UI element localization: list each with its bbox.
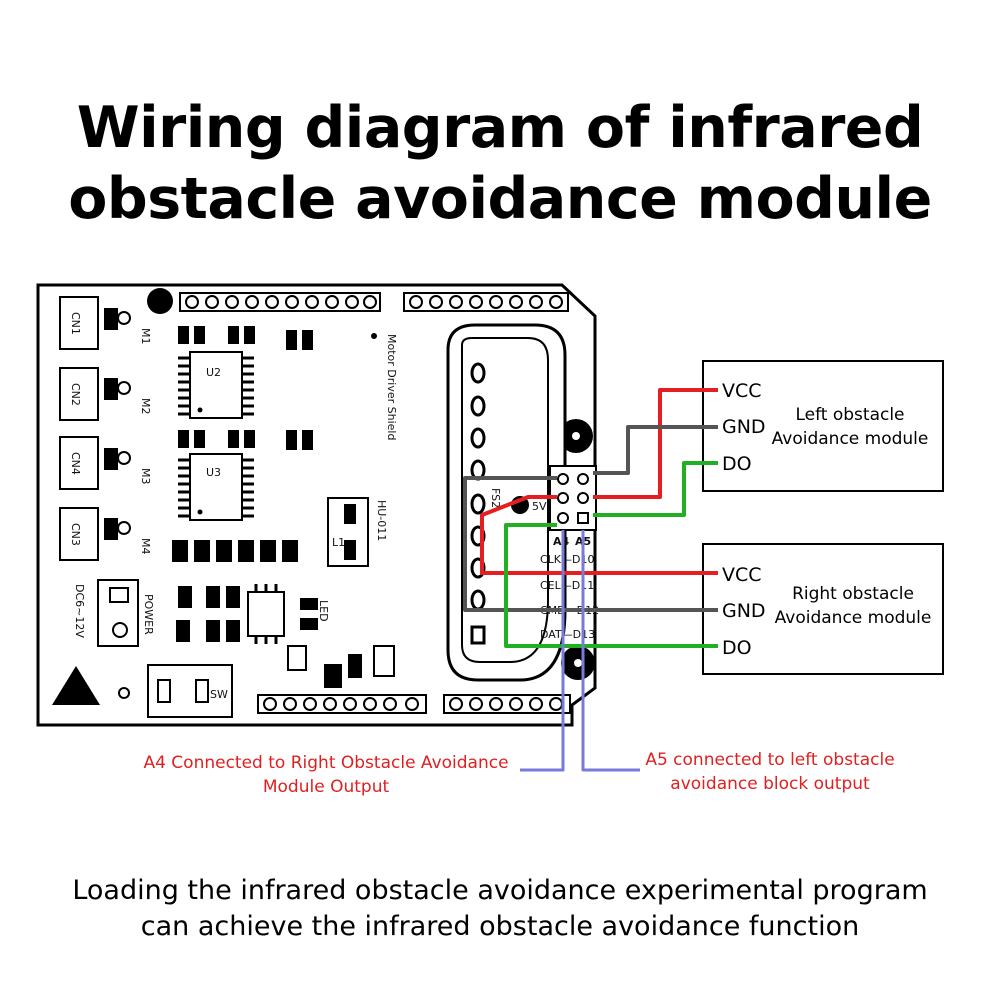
bottom-header-right [443, 694, 571, 714]
right-module-do-pin: DO [722, 637, 752, 659]
u3-label: U3 [206, 466, 221, 479]
pin-label-clk: CLK—D10 [540, 553, 595, 566]
left-module-do-pin: DO [722, 453, 752, 475]
resistor-array [172, 540, 298, 642]
motor-driver-shield-board: CN1 CN2 CN4 CN3 M1 M2 M3 M4 [36, 283, 599, 727]
left-gnd-wire [593, 425, 718, 475]
board-name-label: Motor Driver Shield [385, 334, 398, 440]
power-label: POWER [142, 594, 155, 635]
switch-label: SW [210, 688, 228, 701]
right-module-gnd-pin: GND [722, 600, 766, 622]
left-obstacle-module [702, 360, 944, 492]
smd-capacitors [178, 326, 313, 450]
left-vcc-wire [593, 388, 718, 499]
motor-terminal-blocks [59, 296, 131, 561]
voltage-regulator [247, 584, 318, 644]
right-gnd-wire [463, 476, 718, 612]
cn1-label: CN1 [69, 312, 82, 335]
pin-label-cel: CEL—D11 [540, 579, 594, 592]
top-header-right [403, 292, 569, 312]
a4-annotation-line2: Module Output [263, 777, 390, 797]
left-module-name-line2: Avoidance module [772, 429, 929, 449]
power-switch [147, 664, 233, 718]
chip-u2 [178, 351, 254, 419]
esd-warning-icon [52, 666, 100, 705]
left-module-name-line1: Left obstacle [795, 405, 904, 425]
pin-5v-label: 5V [532, 500, 547, 513]
chip-u3 [178, 453, 254, 521]
l1-label: L1 [332, 536, 345, 549]
pin-label-dat: DAT—D13 [540, 628, 595, 641]
m3-label: M3 [139, 468, 152, 485]
left-module-gnd-pin: GND [722, 416, 766, 438]
fuse-label: FS2 [489, 488, 502, 508]
mounting-hole [147, 288, 173, 314]
right-do-wire [504, 523, 718, 648]
caption-line-2: can achieve the infrared obstacle avoida… [140, 911, 860, 942]
a4-a5-header [549, 465, 597, 531]
diode-and-caps [287, 645, 395, 688]
m4-label: M4 [139, 538, 152, 555]
title-line-2: obstacle avoidance module [68, 166, 932, 232]
top-header-left [179, 292, 381, 312]
u2-label: U2 [206, 366, 221, 379]
m1-label: M1 [139, 328, 152, 345]
bottom-header-left [257, 694, 427, 714]
right-module-name-line2: Avoidance module [775, 608, 932, 628]
a5-signal-line [581, 530, 640, 772]
a4-signal-line [520, 530, 565, 772]
right-vcc-wire [480, 495, 718, 575]
left-do-wire [593, 461, 718, 517]
a4-header-label: A4 [553, 535, 570, 548]
voltage-label: DC6~12V [73, 584, 86, 638]
right-module-vcc-pin: VCC [722, 564, 762, 586]
power-connector [97, 579, 139, 647]
a5-annotation-line1: A5 connected to left obstacle [645, 750, 894, 770]
caption-line-1: Loading the infrared obstacle avoidance … [72, 875, 928, 906]
wires [463, 388, 718, 772]
right-module-name-line1: Right obstacle [792, 584, 914, 604]
a4-annotation-line1: A4 Connected to Right Obstacle Avoidance [143, 753, 508, 773]
cn4-label: CN4 [69, 452, 82, 475]
ps2-connector [446, 323, 567, 682]
board-model-label: HU-011 [375, 500, 388, 541]
title-line-1: Wiring diagram of infrared [76, 95, 924, 161]
a5-annotation-line2: avoidance block output [670, 774, 870, 794]
inductor-l1 [327, 497, 369, 567]
cn2-label: CN2 [69, 383, 82, 406]
cn3-label: CN3 [69, 523, 82, 546]
led-label: LED [317, 600, 330, 622]
m2-label: M2 [139, 398, 152, 415]
left-module-vcc-pin: VCC [722, 380, 762, 402]
